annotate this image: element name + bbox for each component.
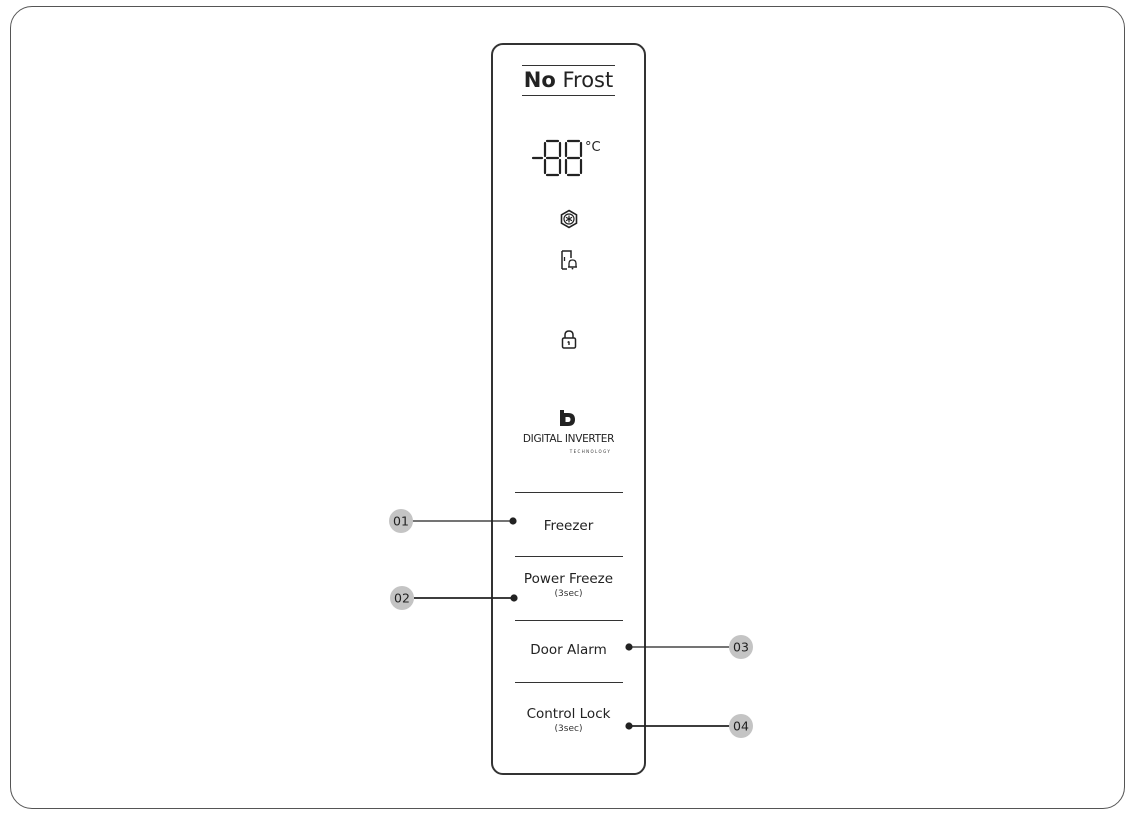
title-bold: No xyxy=(523,68,556,92)
digital-inverter-logo xyxy=(560,410,575,426)
freezer-button[interactable]: Freezer xyxy=(493,518,644,535)
divider xyxy=(515,556,623,557)
callout-04: 04 xyxy=(625,714,753,738)
temperature-unit: °C xyxy=(585,140,601,155)
power-freeze-button[interactable]: Power Freeze (3sec) xyxy=(493,571,644,600)
outer-frame xyxy=(10,6,1125,809)
door-alarm-icon xyxy=(561,250,577,270)
control-lock-button[interactable]: Control Lock (3sec) xyxy=(493,706,644,735)
control-lock-button-label: Control Lock xyxy=(526,706,611,722)
callout-03: 03 xyxy=(625,635,753,659)
title-rest: Frost xyxy=(562,68,614,92)
control-lock-button-hint: (3sec) xyxy=(554,724,583,734)
callout-01: 01 xyxy=(389,509,517,533)
panel-title: No Frost xyxy=(493,65,644,96)
callout-02: 02 xyxy=(390,586,518,610)
callout-number: 04 xyxy=(733,719,749,734)
callout-number: 03 xyxy=(733,640,749,655)
divider xyxy=(515,492,623,493)
brand-subtext: TECHNOLOGY xyxy=(569,449,612,454)
control-panel: No Frost °C xyxy=(491,43,646,775)
brand-text: DIGITAL INVERTER xyxy=(522,433,615,445)
lock-icon xyxy=(561,330,577,349)
super-freeze-icon xyxy=(560,209,578,229)
callout-number: 01 xyxy=(393,514,409,529)
door-alarm-button[interactable]: Door Alarm xyxy=(493,642,644,659)
divider xyxy=(515,682,623,683)
callout-number: 02 xyxy=(394,591,410,606)
power-freeze-button-label: Power Freeze xyxy=(523,571,614,587)
power-freeze-button-hint: (3sec) xyxy=(554,589,583,599)
divider xyxy=(515,620,623,621)
temperature-display: °C xyxy=(531,139,601,177)
door-alarm-button-label: Door Alarm xyxy=(530,642,607,658)
freezer-button-label: Freezer xyxy=(543,518,594,534)
